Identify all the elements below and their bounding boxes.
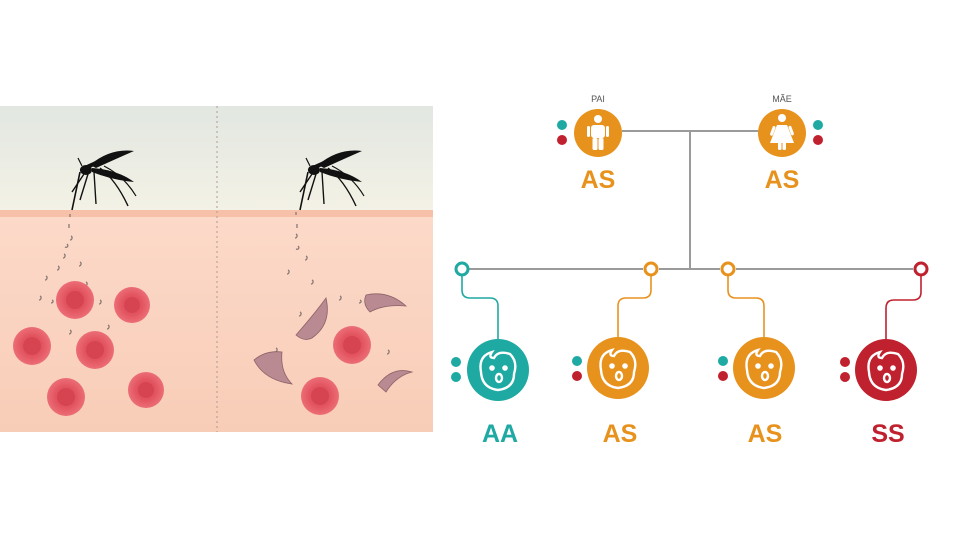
baby-face-icon xyxy=(479,349,517,392)
skin-surface xyxy=(0,210,433,217)
red-blood-cell xyxy=(128,372,164,408)
sickle-cell xyxy=(377,370,414,393)
pedigree-connectors xyxy=(469,130,913,270)
child-circle xyxy=(733,337,795,399)
red-blood-cells xyxy=(13,281,371,416)
red-blood-cell xyxy=(114,287,150,323)
inheritance-diagram: PAI AS MÃE xyxy=(451,94,929,448)
woman-icon xyxy=(770,114,794,150)
sickle-cells xyxy=(253,293,414,393)
allele-s-dot xyxy=(572,371,582,381)
branch-line xyxy=(617,276,652,338)
parent-genotype: AS xyxy=(765,166,800,194)
red-blood-cell xyxy=(301,377,339,415)
child-as: AS xyxy=(572,337,649,448)
allele-s-dot xyxy=(718,371,728,381)
red-blood-cell xyxy=(47,378,85,416)
child-genotype: AS xyxy=(748,420,783,448)
child-genotype: AS xyxy=(603,420,638,448)
child-genotype: SS xyxy=(871,420,904,448)
child-as: AS xyxy=(718,337,795,448)
child-genotype: AA xyxy=(482,420,518,448)
allele-s-dot xyxy=(557,135,567,145)
parent-genotype: AS xyxy=(581,166,616,194)
red-blood-cell xyxy=(76,331,114,369)
sickle-cell xyxy=(253,351,294,385)
branch-line xyxy=(885,276,922,340)
allele-a-dot xyxy=(718,356,728,366)
allele-s-dot xyxy=(840,372,850,382)
baby-face-icon xyxy=(867,349,905,392)
allele-s-dot xyxy=(840,357,850,367)
man-icon xyxy=(587,115,609,150)
baby-face-icon xyxy=(599,347,637,390)
child-ss: SS xyxy=(840,339,917,448)
allele-a-dot xyxy=(557,120,567,130)
parent-label: PAI xyxy=(591,94,605,104)
parasite-trail xyxy=(38,212,390,355)
parent-mother: MÃE AS xyxy=(758,94,823,194)
baby-face-icon xyxy=(745,347,783,390)
junction-rings xyxy=(454,261,929,277)
child-circle xyxy=(467,339,529,401)
red-blood-cell xyxy=(333,326,371,364)
parent-label: MÃE xyxy=(772,94,792,104)
child-aa: AA xyxy=(451,339,529,448)
sickle-cell xyxy=(364,293,408,313)
allele-a-dot xyxy=(451,372,461,382)
allele-a-dot xyxy=(451,357,461,367)
allele-s-dot xyxy=(813,135,823,145)
branch-line xyxy=(727,276,765,338)
branch-line xyxy=(461,276,499,340)
allele-a-dot xyxy=(572,356,582,366)
malaria-illustration xyxy=(0,106,433,432)
sickle-cell xyxy=(295,297,328,340)
child-circle xyxy=(587,337,649,399)
mosquito-icon xyxy=(71,150,137,211)
red-blood-cell xyxy=(56,281,94,319)
child-circle xyxy=(855,339,917,401)
red-blood-cell xyxy=(13,327,51,365)
parent-father: PAI AS xyxy=(557,94,622,194)
allele-a-dot xyxy=(813,120,823,130)
